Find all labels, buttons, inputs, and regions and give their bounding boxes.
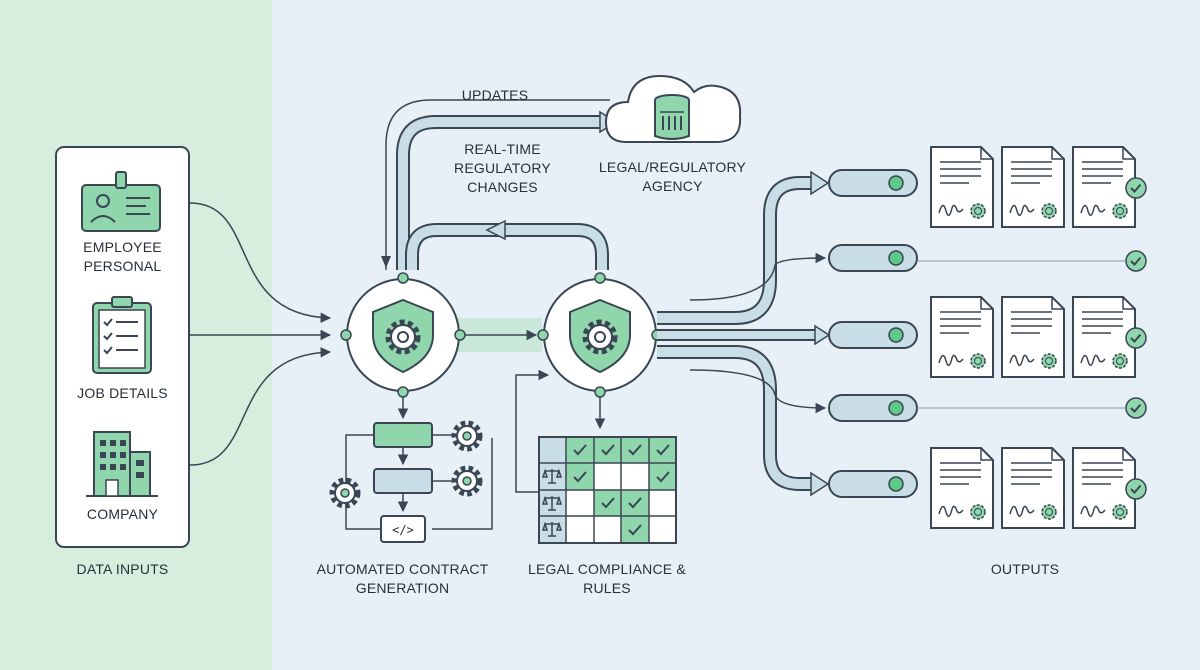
input-connectors — [189, 202, 332, 466]
check-icon — [573, 444, 670, 536]
legal-compliance-label: LEGAL COMPLIANCE & RULES — [528, 561, 686, 596]
shield-gear-icon — [569, 298, 631, 374]
compliance-rules-grid — [515, 369, 677, 544]
signed-document-icon — [1001, 146, 1065, 228]
shield-gear-icon — [372, 298, 434, 374]
job-details-label: JOB DETAILS — [77, 385, 168, 401]
signed-document-icon — [930, 146, 994, 228]
signed-document-icon — [930, 447, 994, 529]
company-label: COMPANY — [86, 506, 159, 522]
check-icon — [1125, 478, 1147, 500]
output-toggles — [828, 169, 918, 498]
contract-generation-flow: </> — [329, 397, 493, 543]
legal-agency-label: LEGAL/REGULATORY AGENCY — [598, 159, 747, 194]
compliance-engine — [537, 272, 663, 398]
output-toggle — [828, 394, 918, 422]
output-toggle — [828, 244, 918, 272]
automated-contract-label: AUTOMATED CONTRACT GENERATION — [316, 561, 489, 596]
check-icon — [1125, 250, 1147, 272]
signed-document-icon — [930, 296, 994, 378]
building-icon — [86, 431, 158, 497]
gear-icon — [329, 477, 361, 509]
employee-personal-label: EMPLOYEE PERSONAL — [83, 239, 162, 274]
code-icon: </> — [392, 523, 414, 537]
output-toggle — [828, 321, 918, 349]
signed-document-icon — [1001, 447, 1065, 529]
gear-icon — [451, 465, 483, 497]
feedback-pipe — [405, 219, 609, 270]
gear-icon — [451, 420, 483, 452]
signed-document-icon — [1001, 296, 1065, 378]
check-icon — [1125, 327, 1147, 349]
output-branch-lines — [689, 252, 827, 414]
signed-document-icon — [1072, 447, 1136, 529]
data-inputs-label: DATA INPUTS — [76, 561, 169, 577]
real-time-changes-label: REAL-TIME REGULATORY CHANGES — [454, 141, 551, 195]
id-card-icon — [81, 171, 161, 232]
scales-icon — [541, 468, 563, 537]
output-toggle — [828, 470, 918, 498]
check-icon — [1125, 397, 1147, 419]
clipboard-checklist-icon — [92, 296, 152, 374]
contract-engine — [340, 272, 466, 398]
updates-label: UPDATES — [461, 87, 529, 103]
outputs-label: OUTPUTS — [990, 561, 1060, 577]
cloud-database-icon — [604, 74, 742, 143]
output-pipes — [657, 170, 831, 497]
output-toggle — [828, 169, 918, 197]
updates-pipe — [381, 99, 618, 270]
check-icon — [1125, 177, 1147, 199]
